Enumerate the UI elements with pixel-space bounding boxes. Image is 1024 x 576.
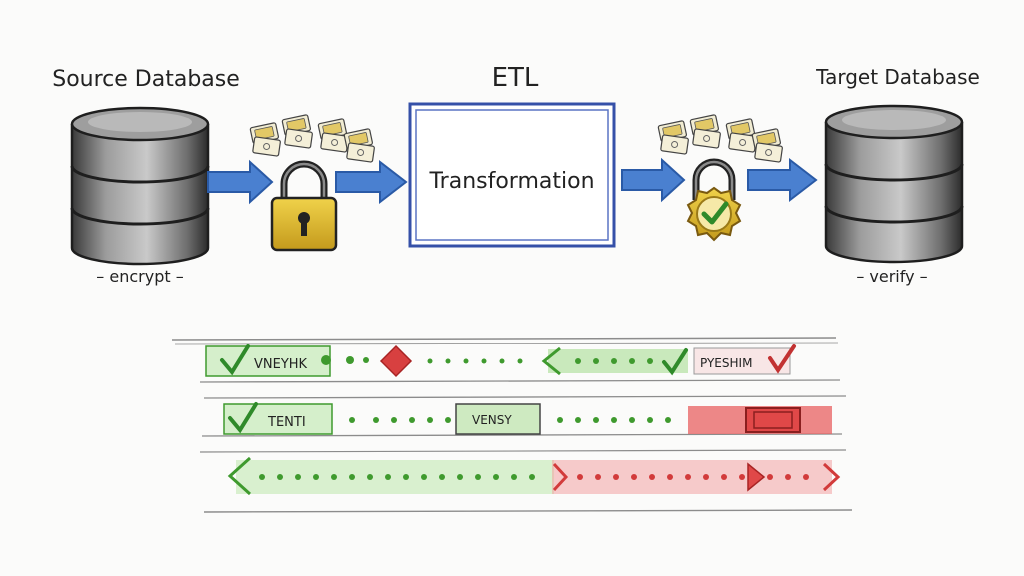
error-marker [379, 344, 413, 378]
etl-title: ETL [492, 63, 539, 93]
source-database-icon [70, 106, 210, 266]
validation-row-2: TENTI VENSY [223, 402, 832, 435]
source-database-label: Source Database [52, 67, 240, 92]
arrow-icon [207, 159, 274, 205]
transformation-box [408, 102, 616, 248]
arrow-icon [335, 159, 408, 205]
lock-icon [270, 160, 338, 252]
money-bundle-icon [281, 113, 314, 149]
money-bundle-icon [249, 121, 282, 157]
validation-row-1: VNEYHK PYESHIM [205, 344, 796, 378]
checkmark-seal-icon [686, 158, 742, 242]
target-database-label: Target Database [815, 65, 980, 89]
encrypt-label: – encrypt – [96, 267, 183, 286]
target-database-icon [824, 104, 964, 264]
verify-label: – verify – [856, 267, 927, 286]
arrow-icon [747, 157, 818, 203]
validation-frame [171, 337, 853, 513]
checkmark-icon [768, 344, 796, 374]
checkmark-icon [662, 348, 688, 376]
checkmark-icon [228, 402, 258, 434]
money-bundle-icon [751, 127, 784, 163]
validation-row-3 [227, 456, 841, 496]
dotted-flow [427, 358, 523, 364]
row-tag: VNEYHK [254, 357, 308, 372]
money-bundle-icon [657, 119, 690, 155]
row-tag: VENSY [472, 413, 512, 427]
row-tag: PYESHIM [700, 356, 752, 370]
transformation-label: Transformation [428, 169, 594, 194]
arrow-icon [621, 157, 686, 203]
row-tag: TENTI [267, 415, 306, 430]
checkmark-icon [220, 344, 250, 376]
money-bundle-icon [689, 113, 722, 149]
money-bundle-icon [343, 127, 376, 163]
